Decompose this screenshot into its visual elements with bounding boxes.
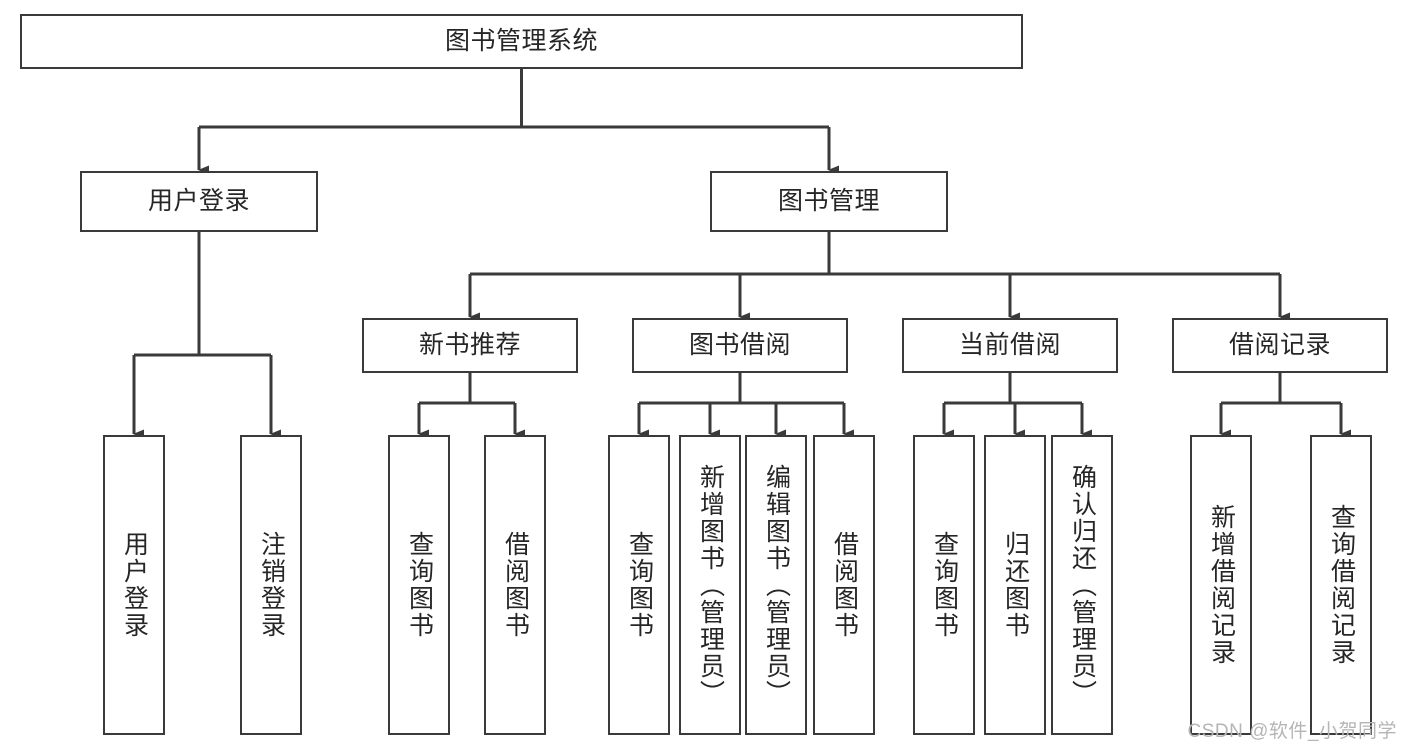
node-label: 新书推荐 (418, 330, 521, 359)
node-label: 新增借阅记录 (1207, 504, 1236, 666)
node-current-borrow[interactable]: 当前借阅 (902, 318, 1118, 373)
node-leaf-query-book-3[interactable]: 查询图书 (913, 435, 975, 735)
node-label: 借阅图书 (830, 531, 859, 639)
node-leaf-add-book[interactable]: 新增图书（管理员） (679, 435, 741, 735)
node-label: 当前借阅 (958, 330, 1061, 359)
node-new-book-recommend[interactable]: 新书推荐 (362, 318, 578, 373)
node-label: 注销登录 (257, 531, 286, 639)
node-leaf-query-record[interactable]: 查询借阅记录 (1310, 435, 1372, 735)
node-book-management[interactable]: 图书管理 (710, 171, 948, 232)
node-borrow-record[interactable]: 借阅记录 (1172, 318, 1388, 373)
node-label: 图书借阅 (688, 330, 791, 359)
node-label: 用户登录 (147, 186, 250, 215)
node-label: 归还图书 (1001, 531, 1030, 639)
node-leaf-user-logout[interactable]: 注销登录 (240, 435, 302, 735)
node-leaf-query-book-1[interactable]: 查询图书 (388, 435, 450, 735)
node-leaf-return-book[interactable]: 归还图书 (984, 435, 1046, 735)
node-label: 图书管理 (777, 186, 880, 215)
node-book-borrow[interactable]: 图书借阅 (632, 318, 848, 373)
node-user-login[interactable]: 用户登录 (80, 171, 318, 232)
node-label: 编辑图书（管理员） (762, 463, 791, 707)
node-leaf-add-record[interactable]: 新增借阅记录 (1190, 435, 1252, 735)
node-leaf-confirm-return[interactable]: 确认归还（管理员） (1051, 435, 1113, 735)
connector-group (132, 69, 1351, 439)
node-leaf-borrow-book-2[interactable]: 借阅图书 (813, 435, 875, 735)
watermark-text: CSDN @软件_小贺同学 (1187, 721, 1397, 742)
node-label: 借阅记录 (1228, 330, 1331, 359)
node-label: 查询图书 (405, 531, 434, 639)
node-root[interactable]: 图书管理系统 (20, 14, 1023, 69)
node-label: 新增图书（管理员） (696, 463, 725, 707)
node-leaf-borrow-book-1[interactable]: 借阅图书 (484, 435, 546, 735)
node-leaf-edit-book[interactable]: 编辑图书（管理员） (745, 435, 807, 735)
node-label: 查询图书 (930, 531, 959, 639)
node-label: 图书管理系统 (444, 26, 598, 55)
node-leaf-query-book-2[interactable]: 查询图书 (608, 435, 670, 735)
node-label: 确认归还（管理员） (1068, 463, 1097, 707)
node-label: 用户登录 (120, 531, 149, 639)
node-label: 借阅图书 (501, 531, 530, 639)
node-label: 查询图书 (625, 531, 654, 639)
node-leaf-user-login[interactable]: 用户登录 (103, 435, 165, 735)
node-label: 查询借阅记录 (1327, 504, 1356, 666)
